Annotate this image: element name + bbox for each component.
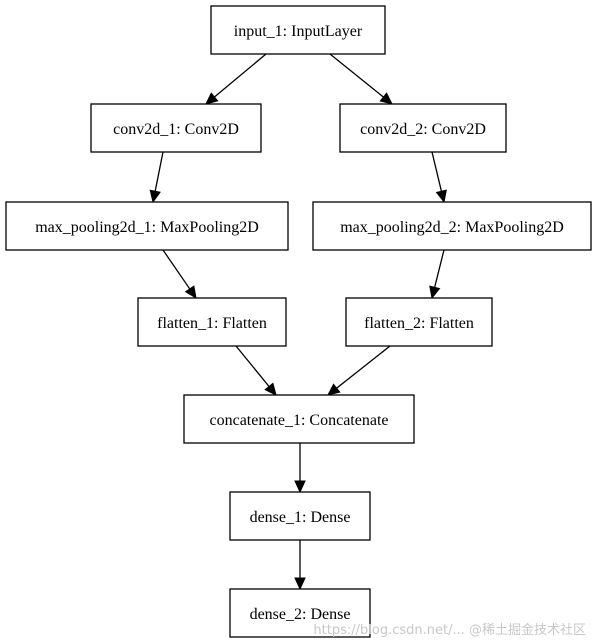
watermark: https://blog.csdn.net/... @稀土掘金技术社区: [313, 623, 586, 638]
node-conv2d-1: conv2d_1: Conv2D: [90, 103, 262, 153]
node-dense-1-label: dense_1: Dense: [250, 509, 351, 526]
arrowhead-icon: [149, 189, 161, 204]
edge-input-1-to-conv2d-1: [205, 53, 267, 105]
node-max-pooling2d-1: max_pooling2d_1: MaxPooling2D: [5, 201, 289, 251]
arrowhead-icon: [379, 92, 393, 105]
node-max-pooling2d-2-label: max_pooling2d_2: MaxPooling2D: [340, 219, 564, 236]
node-concatenate-1: concatenate_1: Concatenate: [183, 394, 415, 444]
edge-flatten-1-to-concatenate-1: [235, 345, 277, 396]
edge-concatenate-1-to-dense-1: [294, 443, 306, 494]
edge-flatten-2-to-concatenate-1: [327, 345, 391, 396]
node-dense-2-label: dense_2: Dense: [250, 606, 351, 623]
arrowhead-icon: [264, 382, 277, 396]
node-dense-1: dense_1: Dense: [229, 491, 371, 541]
node-conv2d-2: conv2d_2: Conv2D: [339, 103, 507, 153]
edge-input-1-to-conv2d-2: [329, 53, 393, 105]
arrowhead-icon: [327, 383, 341, 396]
node-dense-2: dense_2: Dense: [229, 588, 371, 638]
node-flatten-2-label: flatten_2: Flatten: [364, 315, 474, 332]
node-flatten-2: flatten_2: Flatten: [345, 297, 493, 347]
edge-line: [329, 53, 384, 98]
node-max-pooling2d-2: max_pooling2d_2: MaxPooling2D: [312, 201, 592, 251]
arrowhead-icon: [294, 577, 306, 591]
node-input-1: input_1: InputLayer: [210, 5, 386, 55]
node-flatten-1-label: flatten_1: Flatten: [157, 315, 267, 332]
node-flatten-1: flatten_1: Flatten: [137, 297, 287, 347]
node-concatenate-1-label: concatenate_1: Concatenate: [209, 412, 388, 429]
edge-line: [154, 151, 164, 192]
arrowhead-icon: [435, 189, 447, 204]
edge-line: [162, 249, 191, 290]
edge-dense-1-to-dense-2: [294, 540, 306, 591]
arrowhead-icon: [184, 285, 197, 299]
edge-max-pooling2d-2-to-flatten-2: [429, 249, 445, 300]
arrowhead-icon: [205, 92, 219, 105]
arrowhead-icon: [429, 285, 441, 300]
edge-conv2d-2-to-max-pooling2d-2: [431, 151, 447, 204]
node-conv2d-2-label: conv2d_2: Conv2D: [360, 121, 486, 138]
edge-line: [336, 345, 391, 389]
edge-line: [235, 345, 270, 387]
edge-line: [214, 53, 267, 98]
arrowhead-icon: [294, 480, 306, 494]
node-max-pooling2d-1-label: max_pooling2d_1: MaxPooling2D: [35, 219, 259, 236]
edge-conv2d-1-to-max-pooling2d-1: [149, 151, 164, 204]
edge-line: [434, 249, 445, 288]
node-input-1-label: input_1: InputLayer: [234, 23, 363, 40]
edges: [149, 53, 447, 591]
node-conv2d-1-label: conv2d_1: Conv2D: [113, 121, 239, 138]
edge-line: [431, 151, 443, 192]
edge-max-pooling2d-1-to-flatten-1: [162, 249, 197, 299]
